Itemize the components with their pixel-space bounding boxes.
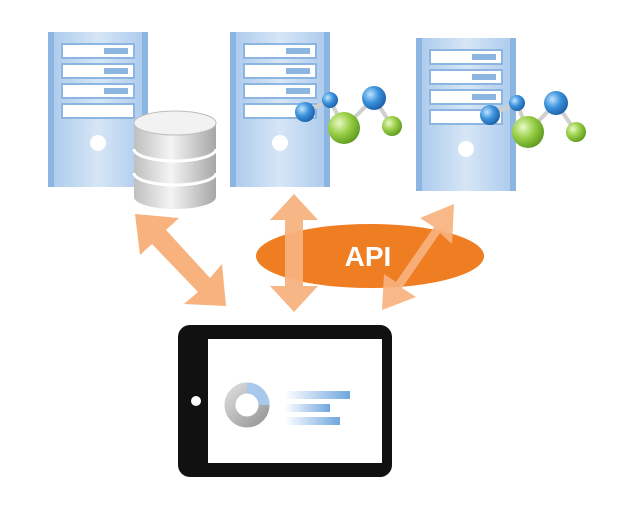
arrow-server1-tablet <box>270 194 318 312</box>
database-icon <box>132 110 218 209</box>
server-molecule-2 <box>416 38 586 191</box>
server-icon <box>230 32 330 187</box>
tablet-device <box>178 325 392 477</box>
server-icon <box>416 38 516 191</box>
dashboard-chart-icon <box>224 382 350 428</box>
molecule-icon <box>295 86 402 144</box>
server-icon <box>48 32 148 187</box>
home-button[interactable] <box>191 396 201 406</box>
server-database <box>48 32 218 209</box>
arrow-server2-tablet <box>382 204 454 310</box>
api-label: API <box>345 241 392 272</box>
arrow-database-tablet <box>135 214 226 306</box>
server-molecule-1 <box>230 32 402 187</box>
molecule-icon <box>480 91 586 148</box>
